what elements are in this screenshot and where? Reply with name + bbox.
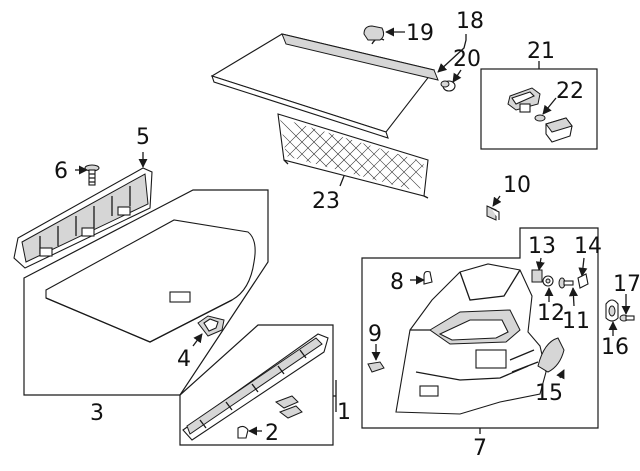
callout-12: 12 <box>537 301 565 326</box>
callout-7: 7 <box>473 436 487 461</box>
callout-9: 9 <box>368 322 382 347</box>
rear-trim-panel <box>13 167 153 269</box>
callout-19: 19 <box>406 21 434 46</box>
callout-14: 14 <box>574 234 602 259</box>
grommet-icon <box>605 299 619 322</box>
callout-3: 3 <box>90 401 104 426</box>
callout-21: 21 <box>527 39 555 64</box>
trim-screw-icon <box>558 277 574 289</box>
callout-13: 13 <box>528 234 556 259</box>
end-cap-icon <box>363 25 385 41</box>
quarter-trim-group-box <box>361 227 599 429</box>
floor-cap-icon <box>197 315 225 337</box>
callout-20: 20 <box>453 47 481 72</box>
callout-5: 5 <box>136 125 150 150</box>
floor-board <box>45 219 256 343</box>
floor-board-group-box <box>23 189 269 396</box>
plug-icon <box>440 80 456 92</box>
callout-11: 11 <box>562 309 590 334</box>
small-screw-icon <box>619 314 635 322</box>
cargo-net <box>277 113 429 199</box>
callout-1: 1 <box>337 400 351 425</box>
sill-plate <box>182 333 329 441</box>
callout-16: 16 <box>601 335 629 360</box>
sill-plate-group-box <box>179 324 334 446</box>
callout-10: 10 <box>503 173 531 198</box>
callout-17: 17 <box>613 272 640 297</box>
callout-22: 22 <box>556 79 584 104</box>
callout-23: 23 <box>312 189 340 214</box>
fastener-icon <box>531 269 543 283</box>
screw-icon <box>84 164 100 186</box>
pad-icon <box>367 361 385 373</box>
hook-assembly <box>507 87 541 113</box>
hook-cover-icon <box>545 117 573 143</box>
callout-6: 6 <box>54 159 68 184</box>
clip-icon <box>237 395 303 439</box>
nut-icon <box>542 275 554 287</box>
callout-18: 18 <box>456 9 484 34</box>
bracket-icon <box>486 205 500 221</box>
cargo-cover <box>210 33 439 139</box>
quarter-trim-panel <box>395 263 547 415</box>
callout-4: 4 <box>177 347 191 372</box>
callout-2: 2 <box>265 421 279 446</box>
trim-cover-icon <box>537 337 565 373</box>
callout-8: 8 <box>390 270 404 295</box>
callout-15: 15 <box>535 381 563 406</box>
retainer-clip-icon <box>577 273 589 289</box>
hook-bolt-icon <box>534 114 546 122</box>
trim-clip-icon <box>423 270 433 285</box>
